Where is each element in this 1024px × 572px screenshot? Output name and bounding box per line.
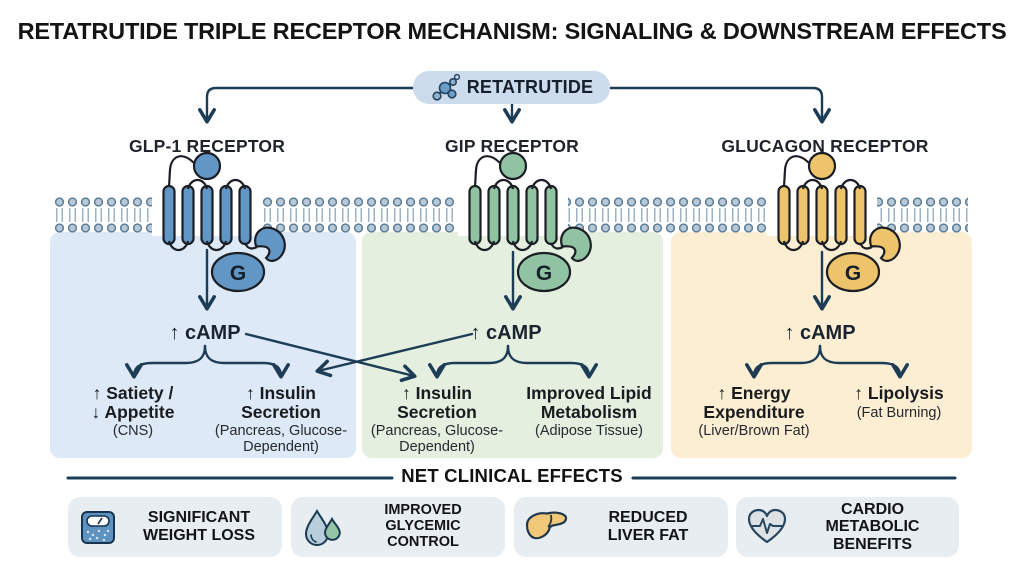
net-clinical-effects-header: NET CLINICAL EFFECTS [401,465,623,486]
camp-label-gip: ↑ cAMP [470,322,542,344]
scale-icon [81,511,115,544]
glp1-receptor-icon: G [152,151,286,293]
page-title: RETATRUTIDE TRIPLE RECEPTOR MECHANISM: S… [17,18,1007,44]
g-protein-subunit [560,226,592,262]
effect-sub: (CNS) [112,423,154,440]
effect-energy-expenditure: ↑ Energy Expenditure (Liver/Brown Fat) [698,384,809,439]
net-effect-glycemic-control: IMPROVED GLYCEMIC CONTROL [291,497,505,557]
effect-sub: (Pancreas, Glucose- Dependent) [214,423,348,456]
effect-sub: (Adipose Tissue) [535,423,643,440]
net-effect-label: SIGNIFICANT WEIGHT LOSS [143,509,255,544]
glp1-receptor-label: GLP-1 RECEPTOR [128,136,286,156]
liver-icon [525,511,568,540]
droplets-icon [304,508,341,546]
n-terminus-squiggle [782,155,810,187]
net-effect-weight-loss: SIGNIFICANT WEIGHT LOSS [68,497,282,557]
effect-main: ↑ Lipolysis [854,383,944,403]
camp-label-glp1: ↑ cAMP [169,322,241,344]
effect-sub: (Liver/Brown Fat) [698,423,810,440]
effect-main: Improved Lipid Metabolism [526,383,652,422]
n-terminus-squiggle [167,155,195,187]
branch-arrow-glp1 [198,86,415,124]
net-effect-label: REDUCED LIVER FAT [607,509,689,544]
effect-insulin-gip: ↑ Insulin Secretion (Pancreas, Glucose- … [371,384,503,456]
effect-main: ↑ Satiety / ↓ Appetite [91,383,175,422]
g-protein [516,251,572,293]
effect-insulin-glp1: ↑ Insulin Secretion (Pancreas, Glucose- … [215,384,347,456]
ligand-ball [807,151,837,181]
transmembrane-helices [468,184,558,246]
g-protein-subunit [869,226,901,262]
ligand-ball [498,151,528,181]
branch-arrow-glucagon [608,86,831,124]
effect-main: ↑ Energy Expenditure [703,383,805,422]
g-protein [210,251,266,293]
transmembrane-helices [162,184,252,246]
effect-sub: (Fat Burning) [856,404,942,421]
molecule-icon [432,73,460,101]
net-effect-label: CARDIO METABOLIC BENEFITS [825,500,920,553]
gip-receptor-icon: G [458,151,592,293]
net-effect-cardiometabolic: CARDIO METABOLIC BENEFITS [736,497,959,557]
retatrutide-label: RETATRUTIDE [466,77,594,97]
g-protein-letter: G [536,262,552,285]
g-protein-letter: G [845,262,861,285]
g-protein-letter: G [230,262,246,285]
g-protein-subunit [254,226,286,262]
net-effect-label: IMPROVED GLYCEMIC CONTROL [384,502,462,550]
glucagon-receptor-label: GLUCAGON RECEPTOR [721,136,929,156]
retatrutide-pill: RETATRUTIDE [413,71,610,104]
effect-sub: (Pancreas, Glucose- Dependent) [370,423,504,456]
ligand-ball [192,151,222,181]
n-terminus-squiggle [473,155,501,187]
gip-receptor-label: GIP RECEPTOR [444,136,580,156]
effect-lipid-metabolism: Improved Lipid Metabolism (Adipose Tissu… [526,384,651,439]
g-protein [825,251,881,293]
effect-satiety-appetite: ↑ Satiety / ↓ Appetite (CNS) [92,384,175,439]
glucagon-receptor-icon: G [767,151,901,293]
heart-ecg-icon [747,508,787,544]
camp-label-glucagon: ↑ cAMP [784,322,856,344]
effect-main: ↑ Insulin Secretion [241,383,321,422]
transmembrane-helices [777,184,867,246]
effect-main: ↑ Insulin Secretion [397,383,477,422]
effect-lipolysis: ↑ Lipolysis (Fat Burning) [854,384,943,421]
net-effect-liver-fat: REDUCED LIVER FAT [514,497,728,557]
